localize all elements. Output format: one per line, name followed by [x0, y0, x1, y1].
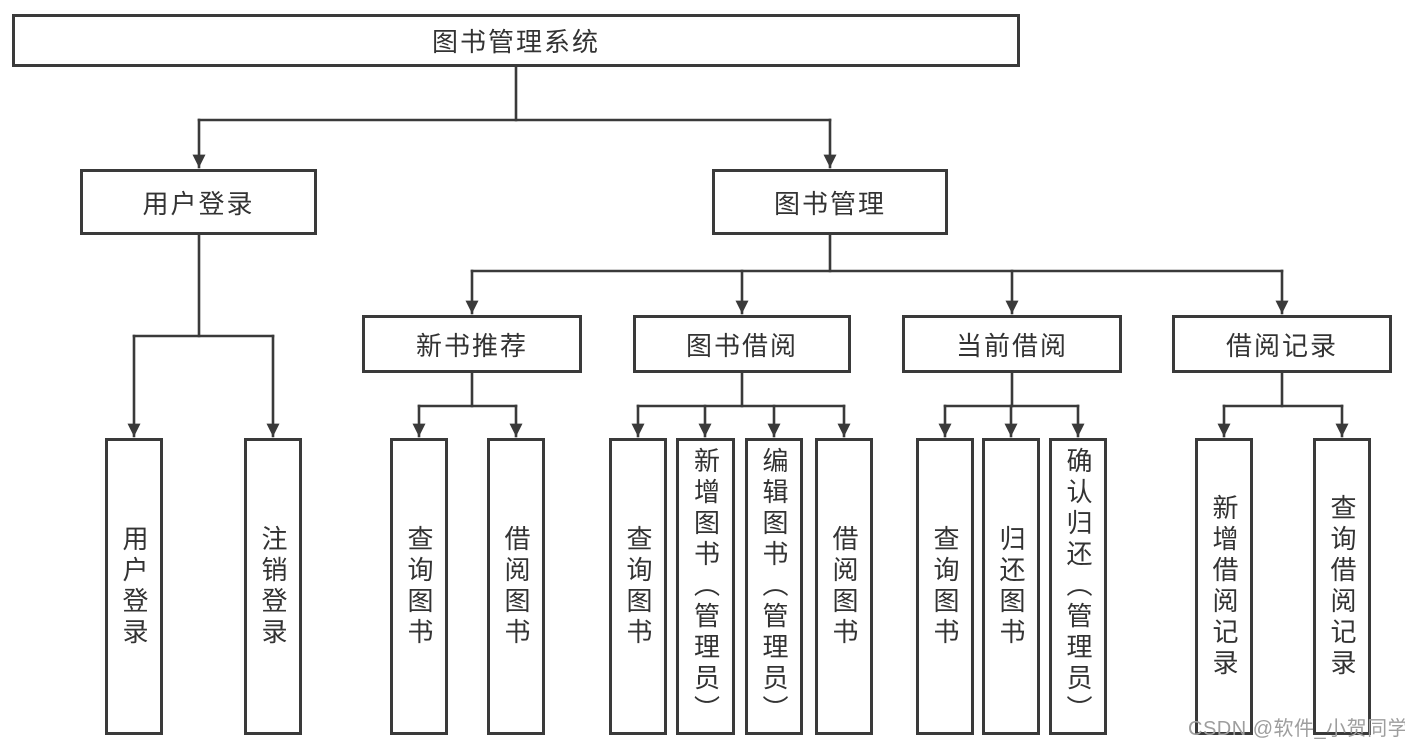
node-borrow-records: 借阅记录 — [1172, 315, 1392, 373]
node-current-borrow-label: 当前借阅 — [955, 330, 1068, 361]
leaf-query-book-current: 查询图书 — [916, 438, 974, 735]
leaf-add-borrow-record-label: 新增借阅记录 — [1209, 493, 1239, 680]
leaf-return-book: 归还图书 — [982, 438, 1040, 735]
node-root-label: 图书管理系统 — [431, 27, 600, 57]
node-root: 图书管理系统 — [12, 14, 1020, 67]
csdn-watermark: CSDN @软件_小贺同学 — [1188, 718, 1405, 740]
node-user-login-label: 用户登录 — [142, 188, 255, 219]
node-borrow-records-label: 借阅记录 — [1225, 330, 1338, 361]
leaf-query-book-recommend: 查询图书 — [390, 438, 448, 735]
leaf-query-book-borrow: 查询图书 — [609, 438, 667, 735]
leaf-query-book-current-label: 查询图书 — [930, 524, 960, 649]
leaf-logout-login-label: 注销登录 — [258, 524, 288, 649]
node-new-book-recommend-label: 新书推荐 — [415, 330, 528, 361]
leaf-return-book-label: 归还图书 — [996, 524, 1026, 649]
leaf-borrow-book: 借阅图书 — [815, 438, 873, 735]
leaf-confirm-return-admin: 确认归还（管理员） — [1049, 438, 1107, 735]
leaf-query-borrow-record-label: 查询借阅记录 — [1327, 493, 1357, 680]
leaf-add-borrow-record: 新增借阅记录 — [1195, 438, 1253, 735]
leaf-edit-book-admin: 编辑图书（管理员） — [745, 438, 803, 735]
leaf-user-login: 用户登录 — [105, 438, 163, 735]
node-user-login: 用户登录 — [80, 169, 317, 235]
leaf-user-login-label: 用户登录 — [119, 524, 149, 649]
node-book-management-label: 图书管理 — [773, 188, 886, 219]
leaf-borrow-book-recommend-label: 借阅图书 — [501, 524, 531, 649]
node-book-borrow: 图书借阅 — [633, 315, 851, 373]
leaf-borrow-book-label: 借阅图书 — [829, 524, 859, 649]
leaf-logout-login: 注销登录 — [244, 438, 302, 735]
node-new-book-recommend: 新书推荐 — [362, 315, 582, 373]
leaf-query-book-borrow-label: 查询图书 — [623, 524, 653, 649]
node-book-borrow-label: 图书借阅 — [685, 330, 798, 361]
node-book-management: 图书管理 — [712, 169, 948, 235]
leaf-add-book-admin: 新增图书（管理员） — [676, 438, 735, 735]
leaf-borrow-book-recommend: 借阅图书 — [487, 438, 545, 735]
node-current-borrow: 当前借阅 — [902, 315, 1122, 373]
leaf-edit-book-admin-label: 编辑图书（管理员） — [759, 447, 789, 726]
leaf-query-book-recommend-label: 查询图书 — [404, 524, 434, 649]
leaf-confirm-return-admin-label: 确认归还（管理员） — [1063, 447, 1093, 726]
leaf-add-book-admin-label: 新增图书（管理员） — [690, 447, 721, 726]
leaf-query-borrow-record: 查询借阅记录 — [1313, 438, 1371, 735]
